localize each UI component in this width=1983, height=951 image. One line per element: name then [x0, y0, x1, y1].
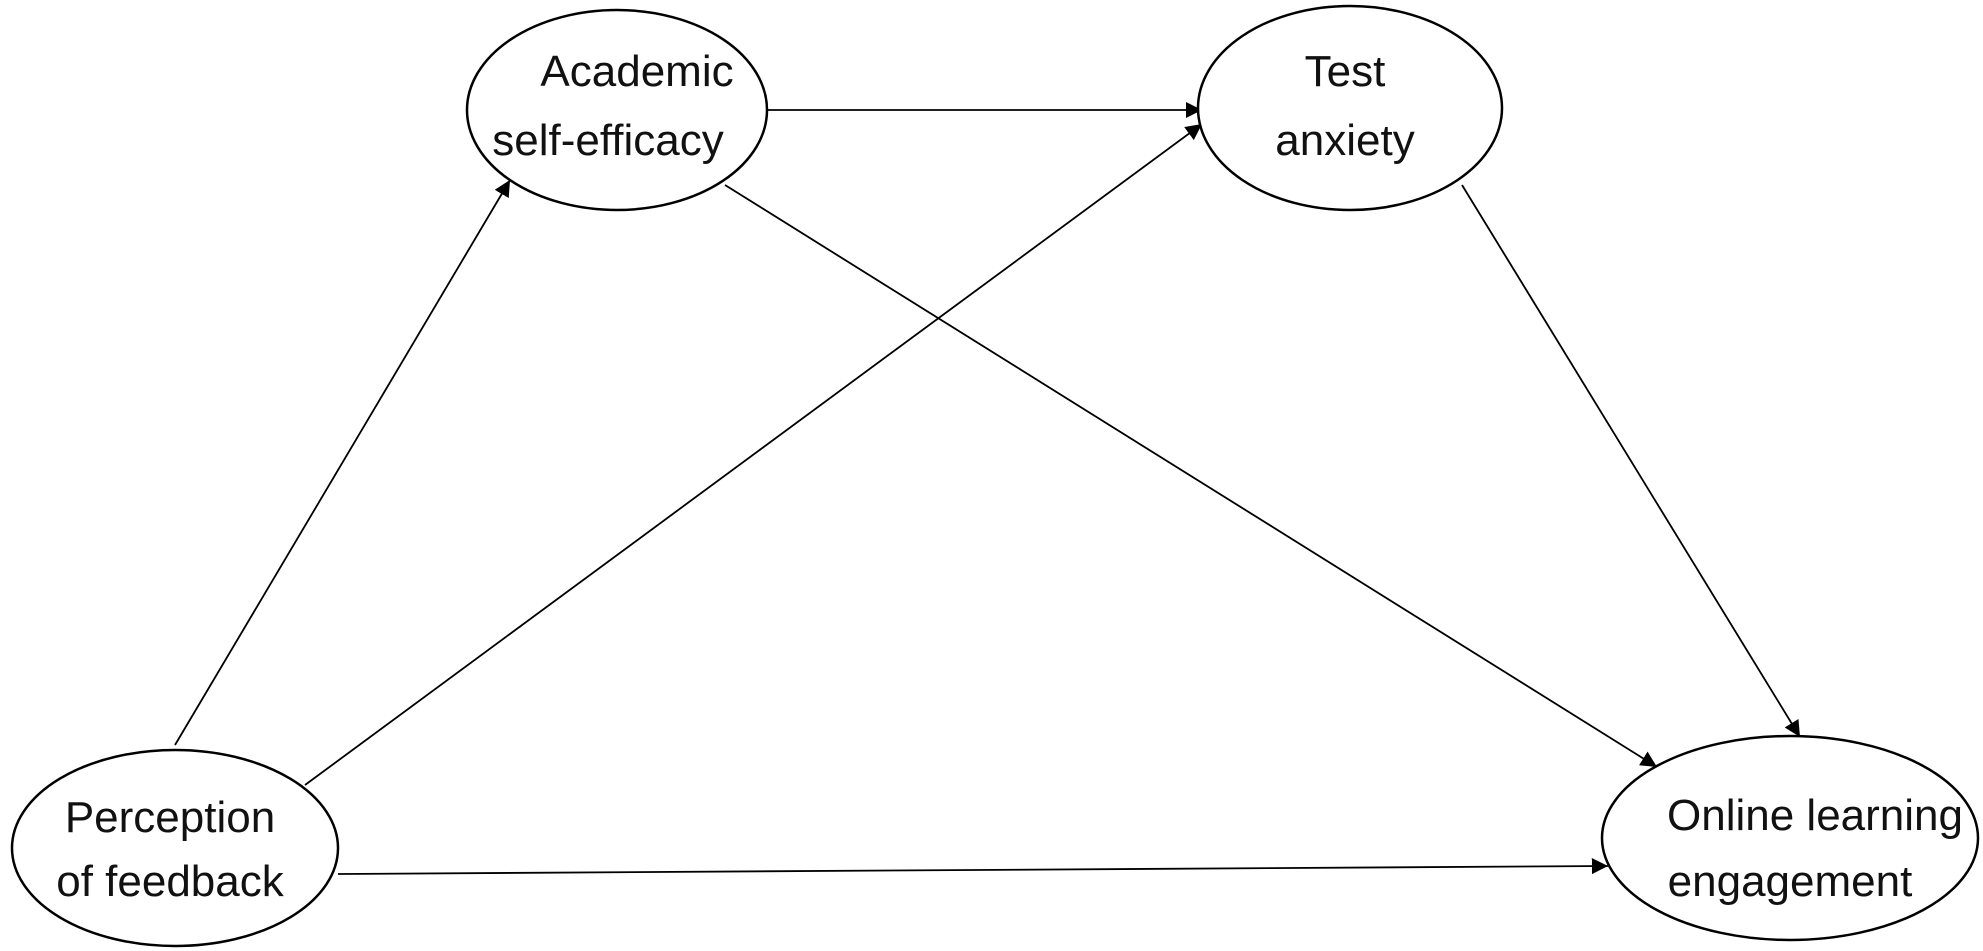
node-efficacy-label-line-1: Academic: [540, 47, 733, 96]
node-efficacy-label-line-2: self-efficacy: [492, 116, 724, 165]
node-perception-label-line-1: Perception: [65, 793, 275, 842]
edge-perception-to-engagement: [337, 858, 1609, 875]
node-perception-label-line-2: of feedback: [56, 857, 284, 906]
node-anxiety-label-line-2: anxiety: [1275, 116, 1414, 165]
edge-efficacy-to-engagement: [724, 184, 1658, 768]
edge-perception-to-efficacy: [174, 179, 511, 746]
edges-layer: [174, 101, 1801, 875]
node-academic-self-efficacy: Academic self-efficacy: [465, 8, 769, 212]
node-perception-of-feedback: Perception of feedback: [10, 748, 340, 948]
nodes-layer: Perception of feedback Academic self-eff…: [10, 4, 1980, 948]
node-engagement-label-line-1: Online learning: [1667, 791, 1963, 840]
node-test-anxiety: Test anxiety: [1196, 4, 1504, 212]
node-online-learning-engagement: Online learning engagement: [1600, 734, 1980, 942]
edge-perception-to-anxiety: [304, 123, 1203, 786]
node-engagement-label-line-2: engagement: [1668, 857, 1913, 906]
edge-anxiety-to-engagement: [1461, 184, 1801, 738]
node-anxiety-label-line-1: Test: [1305, 47, 1386, 96]
